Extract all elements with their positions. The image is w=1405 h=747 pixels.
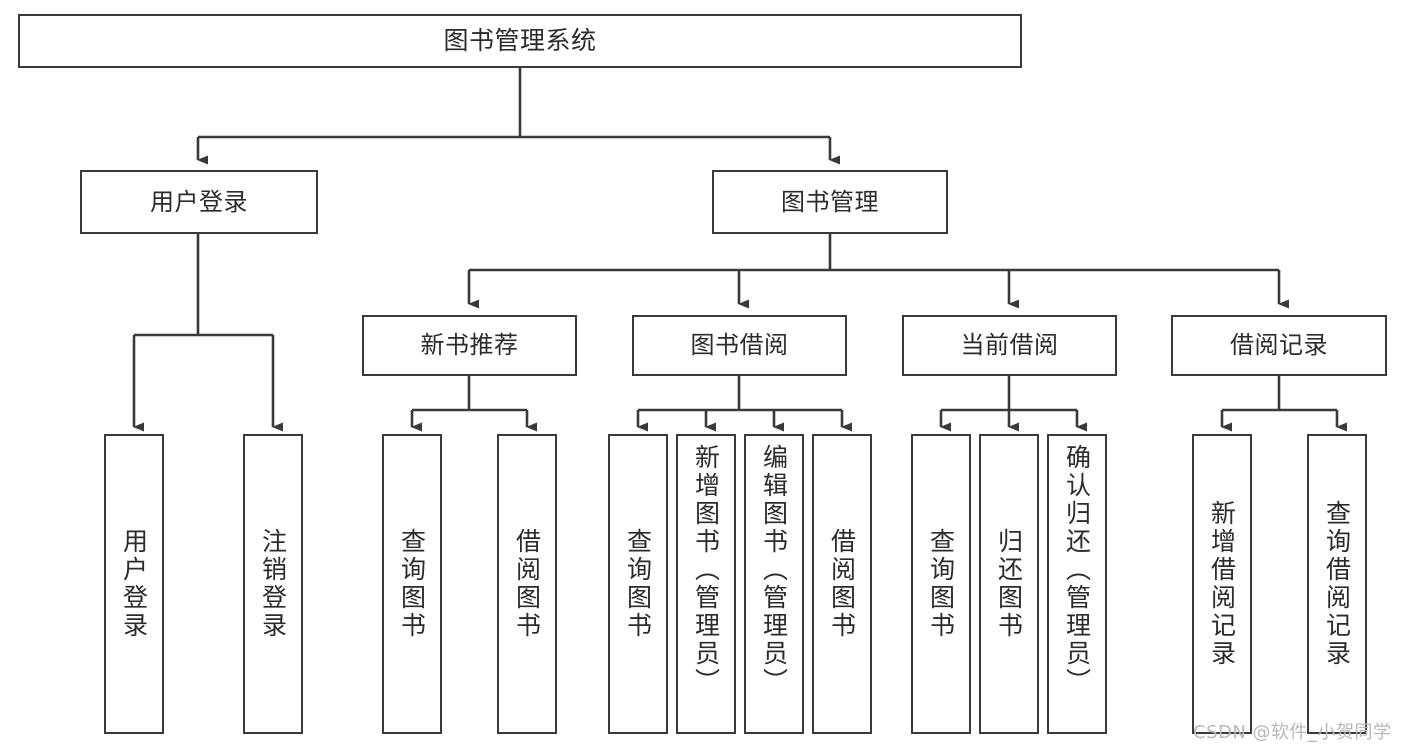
node-label: 查询图书 (926, 528, 956, 640)
node-label: 新增借阅记录 (1207, 500, 1237, 668)
node-label: 查询图书 (623, 528, 653, 640)
leaf-edit-book-admin[interactable]: 编辑图书（管理员） (744, 434, 804, 734)
node-label: 新书推荐 (420, 331, 519, 360)
node-label: 确认归还（管理员） (1062, 444, 1092, 696)
leaf-add-borrow-record[interactable]: 新增借阅记录 (1192, 434, 1252, 734)
node-root-system[interactable]: 图书管理系统 (18, 14, 1022, 68)
node-label: 当前借阅 (960, 331, 1059, 360)
node-label: 借阅图书 (512, 528, 542, 640)
leaf-borrow-book[interactable]: 借阅图书 (812, 434, 872, 734)
node-label: 编辑图书（管理员） (759, 444, 789, 696)
node-label: 用户登录 (119, 528, 149, 640)
node-label: 注销登录 (258, 528, 288, 640)
leaf-query-book-current[interactable]: 查询图书 (911, 434, 971, 734)
node-label: 归还图书 (994, 528, 1024, 640)
csdn-watermark: CSDN @软件_小贺同学 (1193, 722, 1392, 743)
node-label: 借阅记录 (1230, 331, 1328, 360)
node-label: 图书管理系统 (443, 26, 597, 56)
node-current-borrow[interactable]: 当前借阅 (902, 315, 1117, 376)
node-book-borrow[interactable]: 图书借阅 (632, 315, 847, 376)
leaf-add-book-admin[interactable]: 新增图书（管理员） (676, 434, 736, 734)
leaf-confirm-return-admin[interactable]: 确认归还（管理员） (1047, 434, 1107, 734)
leaf-user-logout[interactable]: 注销登录 (243, 434, 303, 734)
leaf-return-book[interactable]: 归还图书 (979, 434, 1039, 734)
node-label: 图书管理 (781, 187, 879, 216)
node-label: 用户登录 (150, 187, 248, 216)
node-new-book-recommend[interactable]: 新书推荐 (362, 315, 577, 376)
node-label: 借阅图书 (827, 528, 857, 640)
node-label: 新增图书（管理员） (691, 444, 721, 696)
leaf-query-book-borrow[interactable]: 查询图书 (608, 434, 668, 734)
node-borrow-record[interactable]: 借阅记录 (1171, 315, 1387, 376)
leaf-user-login[interactable]: 用户登录 (104, 434, 164, 734)
node-label: 查询借阅记录 (1322, 500, 1352, 668)
leaf-query-book-recommend[interactable]: 查询图书 (382, 434, 442, 734)
node-label: 查询图书 (397, 528, 427, 640)
leaf-query-borrow-record[interactable]: 查询借阅记录 (1307, 434, 1367, 734)
node-book-management[interactable]: 图书管理 (712, 170, 948, 234)
node-label: 图书借阅 (690, 331, 789, 360)
node-user-login[interactable]: 用户登录 (80, 170, 318, 234)
leaf-borrow-book-recommend[interactable]: 借阅图书 (497, 434, 557, 734)
